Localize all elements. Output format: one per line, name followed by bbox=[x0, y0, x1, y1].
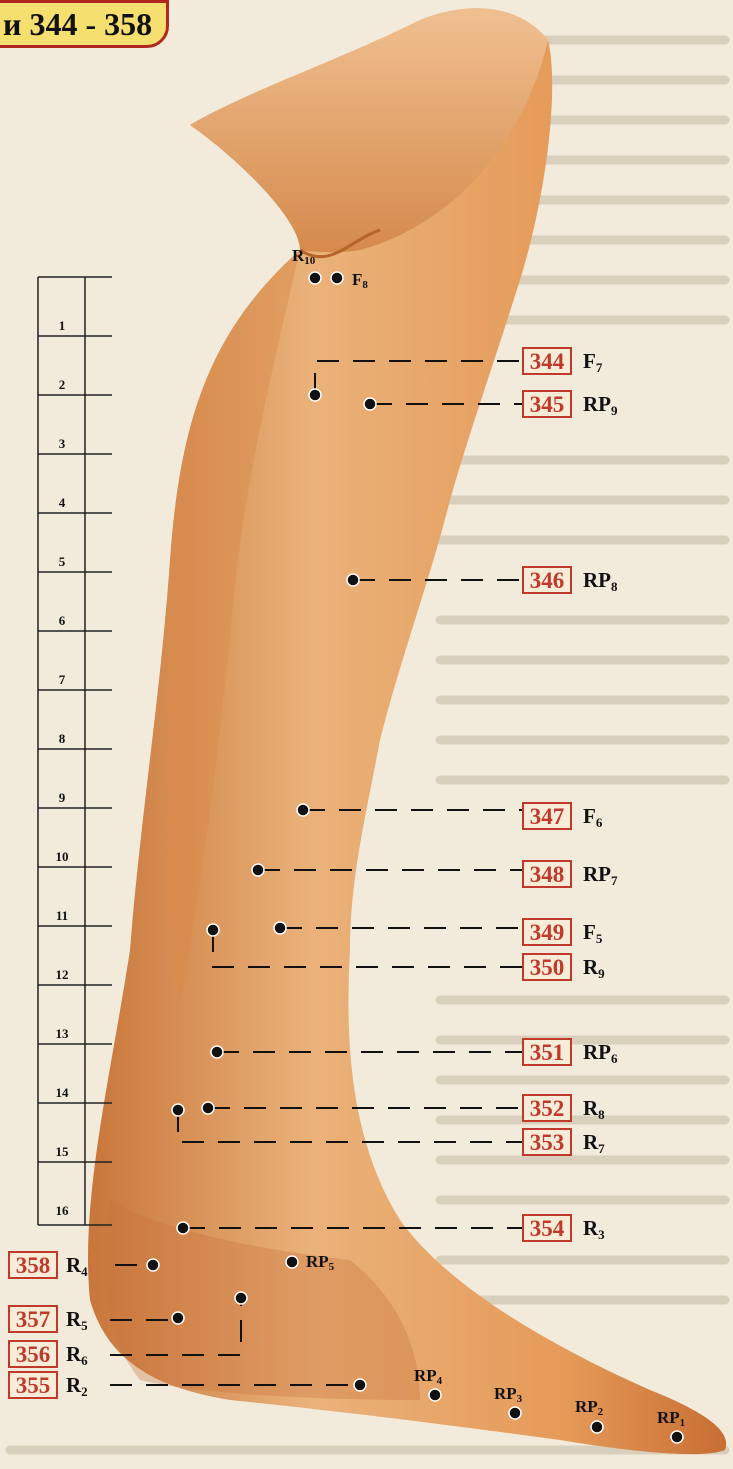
point-code: RP7 bbox=[583, 860, 618, 895]
dot-348 bbox=[252, 864, 264, 876]
dot-rp2 bbox=[591, 1421, 603, 1433]
measurement-scale bbox=[38, 277, 112, 1225]
dot-346 bbox=[347, 574, 359, 586]
scale-label: 10 bbox=[47, 849, 77, 865]
point-code: RP6 bbox=[583, 1038, 618, 1073]
dot-349 bbox=[274, 922, 286, 934]
point-number: 347 bbox=[522, 802, 572, 830]
point-code: RP9 bbox=[583, 390, 618, 425]
scale-label: 1 bbox=[47, 318, 77, 334]
dot-rp5 bbox=[286, 1256, 298, 1268]
point-number: 349 bbox=[522, 918, 572, 946]
scale-label: 5 bbox=[47, 554, 77, 570]
scale-label: 12 bbox=[47, 967, 77, 983]
point-number: 352 bbox=[522, 1094, 572, 1122]
point-code: F7 bbox=[583, 347, 602, 382]
scale-label: 6 bbox=[47, 613, 77, 629]
scale-label: 13 bbox=[47, 1026, 77, 1042]
dot-347 bbox=[297, 804, 309, 816]
point-code: R3 bbox=[583, 1214, 605, 1249]
label-r10: R10 bbox=[292, 246, 315, 271]
point-number: 345 bbox=[522, 390, 572, 418]
dot-356 bbox=[235, 1292, 247, 1304]
scale-label: 4 bbox=[47, 495, 77, 511]
point-code: R6 bbox=[66, 1340, 88, 1375]
dot-354 bbox=[177, 1222, 189, 1234]
page-title-badge: и 344 - 358 bbox=[0, 0, 169, 48]
point-code: RP8 bbox=[583, 566, 618, 601]
point-code: R2 bbox=[66, 1371, 88, 1406]
scale-label: 8 bbox=[47, 731, 77, 747]
point-code: R8 bbox=[583, 1094, 605, 1129]
dot-r10 bbox=[309, 272, 321, 284]
label-rp5: RP5 bbox=[306, 1252, 334, 1277]
dot-357 bbox=[172, 1312, 184, 1324]
scale-label: 11 bbox=[47, 908, 77, 924]
point-number: 351 bbox=[522, 1038, 572, 1066]
point-code: R9 bbox=[583, 953, 605, 988]
point-number: 358 bbox=[8, 1251, 58, 1279]
dot-355 bbox=[354, 1379, 366, 1391]
point-code: F5 bbox=[583, 918, 602, 953]
dot-f8 bbox=[331, 272, 343, 284]
scale-label: 2 bbox=[47, 377, 77, 393]
point-code: F6 bbox=[583, 802, 602, 837]
dot-353 bbox=[172, 1104, 184, 1116]
dot-345 bbox=[364, 398, 376, 410]
point-number: 348 bbox=[522, 860, 572, 888]
point-number: 354 bbox=[522, 1214, 572, 1242]
scale-label: 9 bbox=[47, 790, 77, 806]
scale-label: 14 bbox=[47, 1085, 77, 1101]
scale-label: 15 bbox=[47, 1144, 77, 1160]
label-rp4: RP4 bbox=[414, 1366, 442, 1391]
point-number: 350 bbox=[522, 953, 572, 981]
point-number: 344 bbox=[522, 347, 572, 375]
label-rp1: RP1 bbox=[657, 1408, 685, 1433]
point-number: 355 bbox=[8, 1371, 58, 1399]
point-code: R7 bbox=[583, 1128, 605, 1163]
dot-351 bbox=[211, 1046, 223, 1058]
dot-352 bbox=[202, 1102, 214, 1114]
dot-350 bbox=[207, 924, 219, 936]
point-number: 353 bbox=[522, 1128, 572, 1156]
label-rp3: RP3 bbox=[494, 1384, 522, 1409]
scale-label: 16 bbox=[47, 1203, 77, 1219]
point-code: R4 bbox=[66, 1251, 88, 1286]
dot-344 bbox=[309, 389, 321, 401]
label-f8: F8 bbox=[352, 270, 368, 295]
point-number: 356 bbox=[8, 1340, 58, 1368]
dot-358 bbox=[147, 1259, 159, 1271]
point-number: 346 bbox=[522, 566, 572, 594]
point-number: 357 bbox=[8, 1305, 58, 1333]
point-code: R5 bbox=[66, 1305, 88, 1340]
label-rp2: RP2 bbox=[575, 1397, 603, 1422]
scale-label: 7 bbox=[47, 672, 77, 688]
scale-label: 3 bbox=[47, 436, 77, 452]
